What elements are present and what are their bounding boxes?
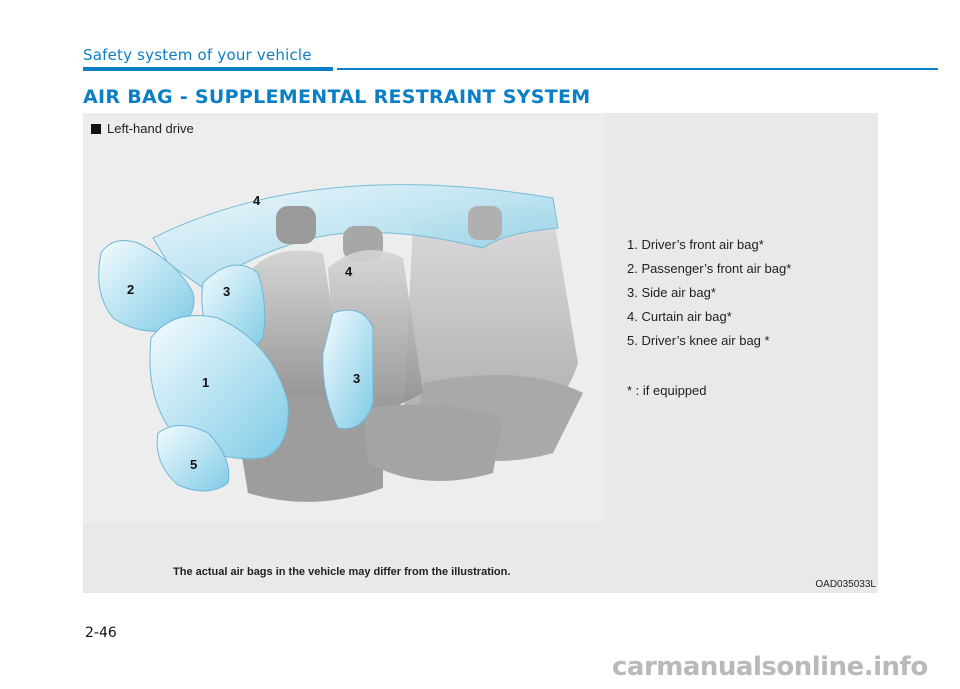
page-title: AIR BAG - SUPPLEMENTAL RESTRAINT SYSTEM [83, 86, 591, 108]
watermark: carmanualsonline.info [612, 652, 928, 682]
knee-airbag-shape [156, 425, 230, 492]
callout-3-driver: 3 [223, 284, 230, 299]
curtain-airbag-shape [152, 184, 559, 289]
drive-label-text: Left-hand drive [107, 121, 194, 136]
callout-2: 2 [127, 282, 134, 297]
passenger-front-airbag-shape [98, 240, 195, 332]
header-rule-thick [83, 67, 333, 71]
legend-item: 5. Driver’s knee air bag * [627, 333, 770, 348]
legend-item: 2. Passenger’s front air bag* [627, 261, 792, 276]
section-header: Safety system of your vehicle [83, 46, 312, 64]
legend-item: 1. Driver’s front air bag* [627, 237, 764, 252]
figure-caption: The actual air bags in the vehicle may d… [173, 566, 511, 578]
airbag-illustration-svg: 4 4 2 3 1 3 5 [98, 184, 583, 502]
drive-label: Left-hand drive [91, 121, 194, 136]
callout-5: 5 [190, 457, 197, 472]
headrest-shapes [276, 206, 502, 261]
figure-code: OAD035033L [815, 579, 876, 590]
airbag-legend: 1. Driver’s front air bag* 2. Passenger’… [627, 237, 791, 357]
callout-3-passenger: 3 [353, 371, 360, 386]
square-bullet-icon [91, 123, 101, 134]
header-rule-thin [337, 68, 938, 70]
legend-item: 4. Curtain air bag* [627, 309, 732, 324]
side-airbag-passenger-shape [322, 309, 374, 430]
callout-1: 1 [202, 375, 209, 390]
legend-item: 3. Side air bag* [627, 285, 716, 300]
equipped-footnote: * : if equipped [627, 383, 707, 398]
driver-front-airbag-shape [149, 315, 289, 460]
callout-4-curtain: 4 [253, 193, 261, 208]
page-number: 2-46 [85, 625, 117, 641]
callout-4-curtain-2: 4 [345, 264, 353, 279]
airbag-illustration: Left-hand drive [83, 113, 603, 523]
figure-panel: Left-hand drive [83, 113, 878, 593]
